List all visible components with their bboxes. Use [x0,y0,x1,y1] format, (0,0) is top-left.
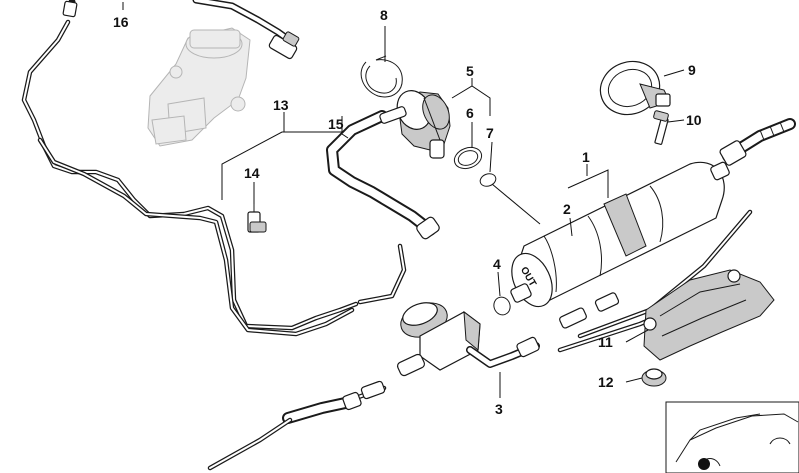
label-part-2: 2 [563,201,571,217]
label-part-16: 16 [113,14,129,30]
fuel-feed-line [21,19,407,337]
label-part-11: 11 [598,334,613,350]
pressure-regulator [379,90,451,159]
part-number-labels: 16 8 5 6 7 13 15 14 1 2 4 9 10 11 12 3 [113,7,702,417]
o-ring-large [453,146,483,170]
location-marker [698,458,710,470]
label-part-14: 14 [244,165,260,181]
filter-outlet-hose [719,118,796,166]
label-part-8: 8 [380,7,388,23]
leader-lines [122,2,685,398]
label-part-12: 12 [598,374,614,390]
label-part-3: 3 [495,401,503,417]
fuel-return-hose [62,0,300,60]
label-part-6: 6 [466,105,474,121]
pump-outlet-line [466,336,540,368]
label-part-15: 15 [328,116,344,132]
o-ring-filter [493,296,511,316]
fuel-line-lower [207,380,387,471]
spring-retaining-clip [360,55,403,98]
label-part-7: 7 [486,125,494,141]
label-part-4: 4 [493,256,501,272]
heat-shield [643,269,775,361]
hose-clamp [599,60,671,116]
label-part-1: 1 [582,149,590,165]
mounting-bolt [653,110,669,145]
label-part-5: 5 [466,63,474,79]
fuel-pump-assembly [396,302,481,377]
rubber-grommet [641,368,667,387]
label-part-13: 13 [273,97,289,113]
o-ring-small-upper [479,173,497,187]
vehicle-locator-thumbnail [665,401,799,473]
label-part-9: 9 [688,62,696,78]
fuel-filter: OUT [510,161,730,308]
ghost-engine-unit [147,27,251,147]
label-part-10: 10 [686,112,702,128]
line-clip [247,204,267,233]
